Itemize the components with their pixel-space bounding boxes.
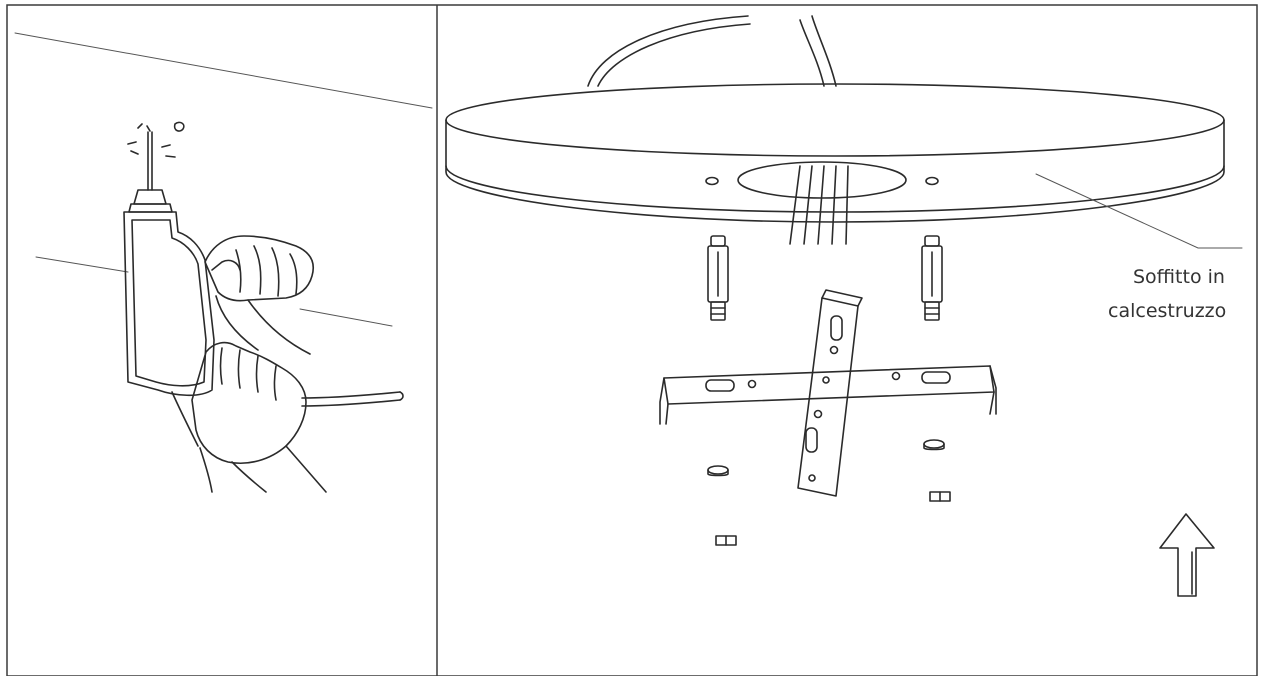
bracket-left-flange — [659, 377, 669, 425]
outer-frame — [6, 4, 1258, 676]
supply-cable-1 — [587, 15, 749, 87]
anchor-head — [924, 235, 940, 247]
disc-screw-hole-left — [705, 176, 719, 186]
supply-cables — [587, 15, 837, 87]
disc-side — [445, 119, 1225, 223]
bracket-vertical-arm — [797, 297, 859, 497]
bracket-slot-top — [830, 315, 843, 341]
drill-cable-bottom — [301, 399, 401, 407]
bracket-center-hole — [822, 376, 830, 384]
ceiling-callout: Soffitto in calcestruzzo — [1035, 173, 1243, 322]
bracket-hole — [808, 474, 816, 482]
cross-mounting-bracket — [659, 289, 997, 497]
sleeve-line — [171, 391, 199, 447]
supply-cable-2 — [597, 23, 751, 87]
bracket-hole — [829, 345, 839, 355]
upper-hand — [204, 235, 314, 302]
washer-edge — [923, 443, 945, 451]
drill-chuck — [133, 189, 167, 205]
screw-head-left — [715, 535, 737, 546]
washer-right — [923, 439, 945, 451]
drill-cable-top — [301, 391, 401, 399]
washer-top — [707, 465, 729, 475]
bracket-hole — [747, 379, 757, 389]
supply-cable-4 — [811, 15, 837, 87]
wire-bundle — [789, 165, 849, 245]
screw-head-right — [929, 491, 951, 502]
lower-forearm-inner — [231, 461, 267, 493]
drill-bit — [147, 131, 153, 191]
upper-hand-fingers — [235, 245, 298, 297]
disc-top-face — [445, 83, 1225, 157]
anchor-head — [710, 235, 726, 247]
ceiling-disc — [445, 83, 1225, 245]
bracket-hole — [813, 409, 823, 419]
panel-frames — [6, 4, 1258, 676]
arrow-up-icon — [1159, 513, 1215, 597]
left-panel-drilling-step — [14, 32, 433, 493]
disc-screw-hole-right — [925, 176, 939, 186]
disc-bottom-edge — [445, 165, 1225, 213]
wall-line-left — [35, 256, 129, 273]
washer-left — [707, 465, 729, 477]
lower-forearm — [199, 445, 327, 493]
arrow-outline — [1159, 513, 1215, 597]
bracket-vertical-top-flange — [821, 289, 863, 307]
hands-outline — [171, 235, 327, 493]
upper-hand-thumb — [211, 259, 241, 271]
callout-label-line2: calcestruzzo — [1108, 300, 1226, 322]
wall-anchor-right — [921, 235, 943, 321]
bracket-slot-left — [705, 379, 735, 392]
drill-collar — [128, 203, 173, 213]
anchor-tip — [924, 301, 940, 321]
bracket-hole — [891, 371, 901, 381]
drill-body — [123, 211, 215, 397]
drill-cable-end — [399, 391, 404, 401]
wall-anchor-left — [707, 235, 729, 321]
hand-drill-icon — [123, 121, 404, 407]
drill-debris — [173, 121, 185, 132]
drill-dust-marks — [127, 123, 176, 158]
anchor-tip — [710, 301, 726, 321]
bracket-slot-bottom — [805, 427, 818, 453]
washer-top — [923, 439, 945, 449]
callout-leader-line — [1035, 173, 1243, 249]
upper-forearm — [215, 295, 311, 355]
drill-body-inner — [131, 219, 207, 387]
ceiling-edge-line — [14, 32, 433, 109]
bracket-slot-right — [921, 371, 951, 384]
supply-cable-3 — [799, 19, 825, 87]
right-panel-mounting-step: Soffitto in calcestruzzo — [445, 15, 1243, 597]
washer-edge — [707, 469, 729, 477]
lower-hand — [191, 341, 307, 465]
lower-hand-fingers — [219, 347, 277, 401]
callout-label-line1: Soffitto in — [1133, 266, 1225, 288]
bracket-right-flange — [989, 365, 997, 415]
wall-line-right — [299, 308, 393, 327]
